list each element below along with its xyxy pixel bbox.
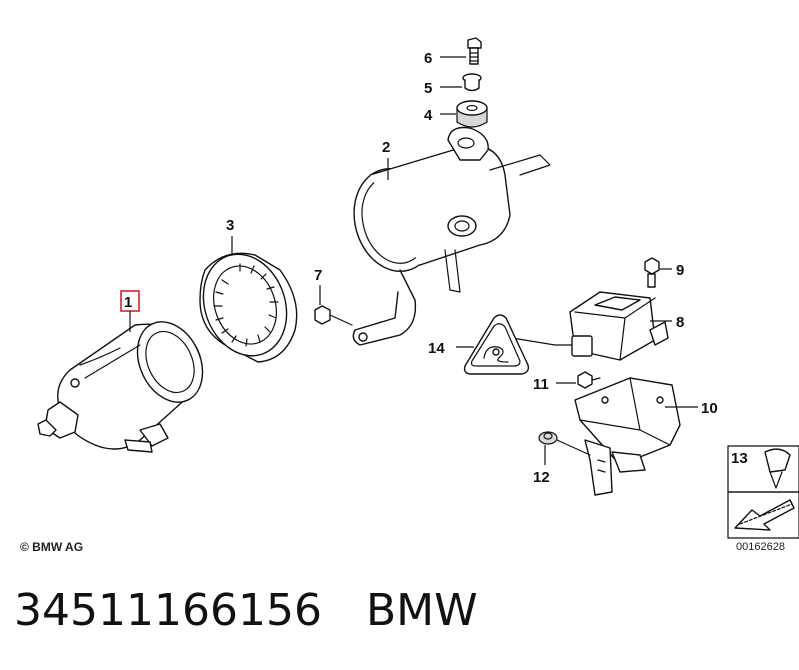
footer-brand: BMW bbox=[365, 585, 478, 636]
part-13-clip-box bbox=[727, 445, 799, 539]
part-label-10[interactable]: 10 bbox=[701, 400, 718, 417]
leader-lines bbox=[129, 56, 698, 465]
part-5-sleeve bbox=[462, 73, 482, 92]
part-label-5[interactable]: 5 bbox=[424, 80, 432, 97]
part-label-8[interactable]: 8 bbox=[676, 314, 684, 331]
part-6-bolt bbox=[467, 37, 482, 65]
part-11-screw bbox=[577, 371, 601, 389]
part-label-7[interactable]: 7 bbox=[314, 267, 322, 284]
part-label-11[interactable]: 11 bbox=[533, 376, 549, 393]
part-label-1[interactable]: 1 bbox=[124, 294, 132, 311]
footer-part-number: 34511166156 bbox=[14, 585, 322, 636]
part-4-rubber-mount bbox=[456, 100, 488, 128]
part-7-bolt bbox=[314, 305, 353, 326]
part-1-pump-motor bbox=[37, 321, 204, 453]
diagram-reference-number: 00162628 bbox=[736, 541, 785, 553]
part-8-sensor bbox=[511, 291, 669, 361]
part-label-2[interactable]: 2 bbox=[382, 139, 390, 156]
part-label-9[interactable]: 9 bbox=[676, 262, 684, 279]
part-label-14[interactable]: 14 bbox=[428, 340, 445, 357]
part-14-warning-label bbox=[463, 314, 530, 375]
part-label-13[interactable]: 13 bbox=[731, 450, 748, 467]
part-label-12[interactable]: 12 bbox=[533, 469, 550, 486]
part-10-holder bbox=[574, 377, 681, 496]
part-label-3[interactable]: 3 bbox=[226, 217, 234, 234]
part-label-6[interactable]: 6 bbox=[424, 50, 432, 67]
part-9-screw bbox=[644, 257, 660, 288]
part-2-bracket bbox=[352, 126, 551, 346]
copyright-notice: © BMW AG bbox=[20, 540, 84, 554]
footer-caption: 34511166156 BMW bbox=[14, 585, 478, 636]
part-label-4[interactable]: 4 bbox=[424, 107, 433, 124]
parts-diagram: 1 2 3 4 5 6 7 8 9 10 11 12 13 14 bbox=[37, 37, 799, 539]
part-12-nut bbox=[538, 431, 591, 456]
part-3-gear-ring bbox=[199, 252, 298, 363]
